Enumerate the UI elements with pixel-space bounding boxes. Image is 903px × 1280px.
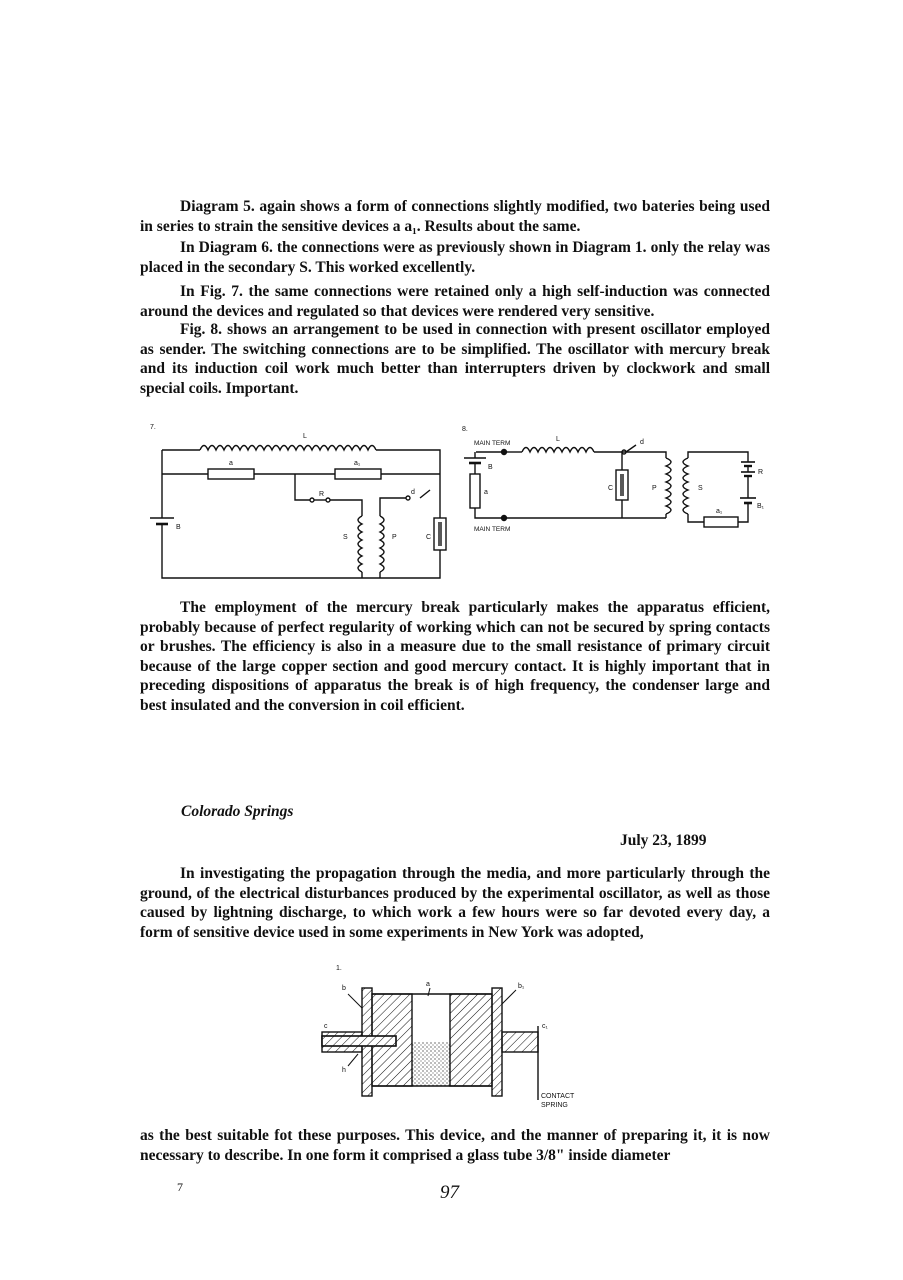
- fig7-label-C: C: [426, 534, 431, 541]
- figure-8-diagram: 8. MAIN TERM L d B a C P S R B₁ a₁ MAIN …: [462, 426, 765, 533]
- fig8-label-R: R: [758, 469, 763, 476]
- fig8-label-main-term-bottom: MAIN TERM: [474, 526, 510, 533]
- fig1-label-spring: SPRING: [541, 1102, 568, 1109]
- fig8-label-a: a: [484, 489, 488, 496]
- figure-8-number: 8.: [462, 426, 468, 433]
- fig7-label-a1: a₁: [354, 460, 361, 467]
- footer-mark: 7: [177, 1180, 183, 1194]
- figure-7-number: 7.: [150, 424, 156, 431]
- paragraph-propagation: In investigating the propagation through…: [140, 865, 770, 941]
- fig1-label-contact: CONTACT: [541, 1093, 575, 1100]
- fig7-label-P: P: [392, 534, 397, 541]
- fig8-label-S: S: [698, 485, 703, 492]
- paragraph-fig-8: Fig. 8. shows an arrangement to be used …: [140, 321, 770, 397]
- fig7-label-L: L: [303, 433, 307, 440]
- fig7-label-a: a: [229, 460, 233, 467]
- paragraph-device-description: as the best suitable fot these purposes.…: [140, 1127, 770, 1164]
- fig8-label-B1: B₁: [757, 503, 765, 510]
- fig7-label-B: B: [176, 524, 181, 531]
- fig1-label-b1: b₁: [518, 983, 525, 990]
- fig7-label-d: d: [411, 489, 415, 496]
- fig8-label-a1: a₁: [716, 508, 723, 515]
- fig1-label-b: b: [342, 985, 346, 992]
- fig1-label-h: h: [342, 1067, 346, 1074]
- paragraph-mercury-break: The employment of the mercury break part…: [140, 599, 770, 714]
- paragraph-diagram-5: Diagram 5. again shows a form of connect…: [140, 198, 770, 235]
- fig7-label-S: S: [343, 534, 348, 541]
- fig8-label-C: C: [608, 485, 613, 492]
- fig1-label-a: a: [426, 981, 430, 988]
- paragraph-diagram-6: In Diagram 6. the connections were as pr…: [140, 239, 770, 276]
- entry-date: July 23, 1899: [620, 832, 707, 849]
- fig8-label-B: B: [488, 464, 493, 471]
- fig7-label-R: R: [319, 491, 324, 498]
- fig8-label-P: P: [652, 485, 657, 492]
- figure-1-diagram: 1. b a b₁ c c₁ h CONTACT SPRING: [321, 965, 575, 1109]
- figure-1-number: 1.: [336, 965, 342, 972]
- fig8-label-d: d: [640, 439, 644, 446]
- location-heading: Colorado Springs: [181, 803, 294, 820]
- fig8-label-main-term-top: MAIN TERM: [474, 440, 510, 447]
- page-number: 97: [440, 1182, 459, 1203]
- fig1-label-c: c: [324, 1023, 328, 1030]
- figure-7-diagram: 7. L a a₁ R d B S P C: [150, 424, 447, 579]
- fig1-label-c1: c₁: [542, 1023, 549, 1030]
- paragraph-fig-7: In Fig. 7. the same connections were ret…: [140, 283, 770, 320]
- fig8-label-L: L: [556, 436, 560, 443]
